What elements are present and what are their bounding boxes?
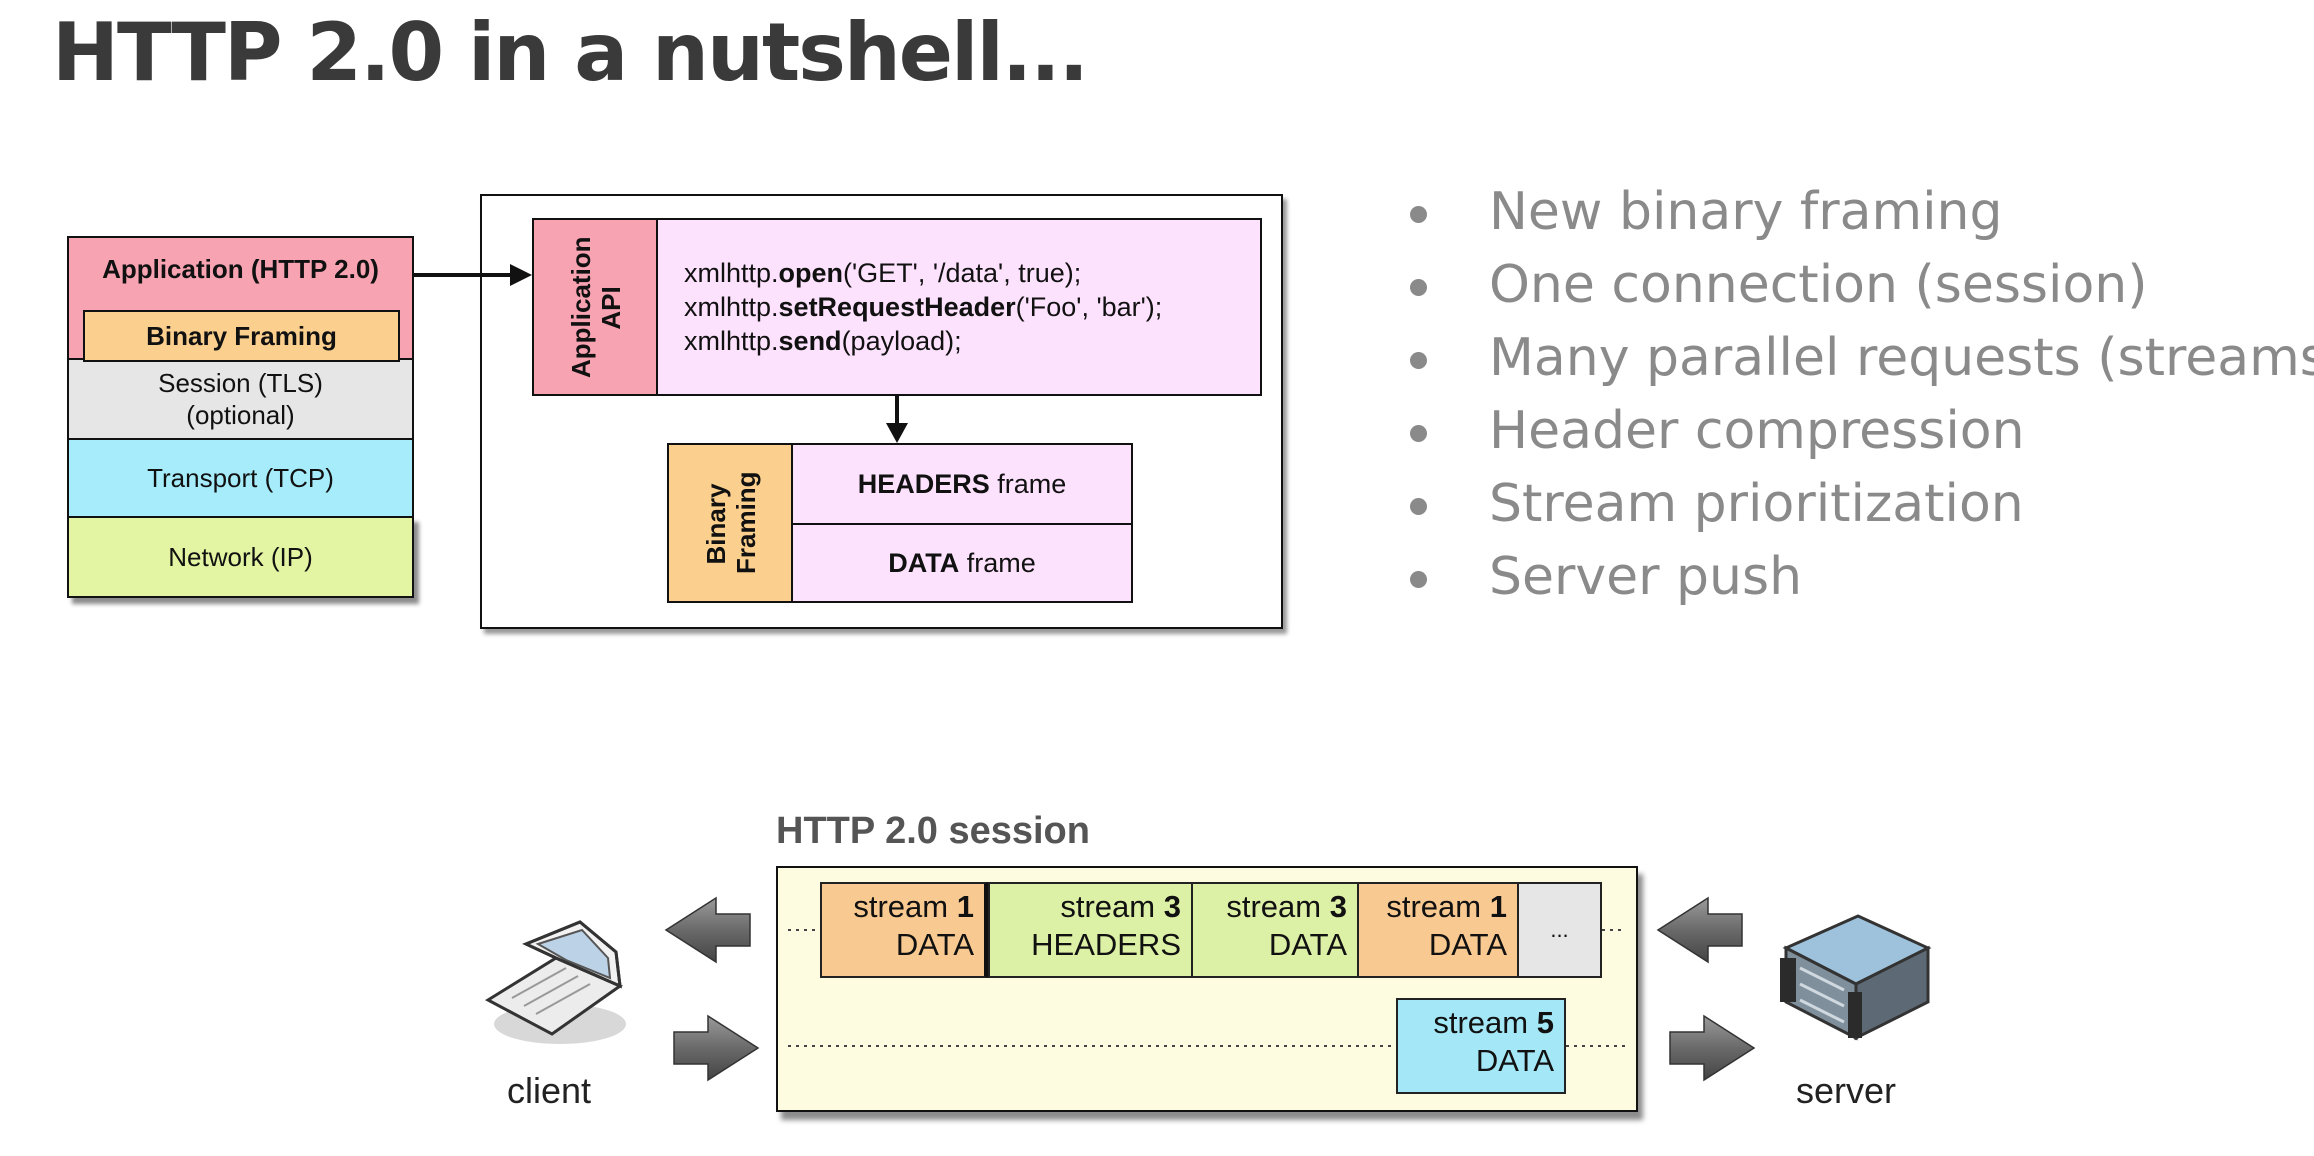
stack-binary-framing-label: Binary Framing (146, 320, 337, 351)
data-frame-label: DATA frame (888, 547, 1036, 578)
list-item: Server push (1405, 541, 2314, 614)
bullet-icon (1410, 352, 1427, 369)
data-frame-box: DATA frame (791, 523, 1133, 603)
list-item: Header compression (1405, 395, 2314, 468)
bullet-icon (1410, 571, 1427, 588)
list-item: Many parallel requests (streams) (1405, 322, 2314, 395)
session-diagram-title: HTTP 2.0 session (776, 810, 1090, 852)
stream-frame-ellipsis: ... (1517, 882, 1602, 978)
client-incoming-arrow-icon (664, 896, 751, 964)
server-outgoing-arrow-icon (1656, 896, 1743, 964)
headers-frame-label: HEADERS frame (857, 468, 1067, 499)
client-label: client (507, 1070, 592, 1111)
server-label: server (1796, 1070, 1897, 1111)
server-incoming-arrow-icon (1669, 1014, 1756, 1082)
list-item: New binary framing (1405, 176, 2314, 249)
stack-network: Network (IP) (67, 516, 414, 598)
stack-binary-framing: Binary Framing (83, 310, 400, 362)
stack-session-note: (optional) (186, 400, 295, 430)
page-title: HTTP 2.0 in a nutshell... (52, 6, 1089, 99)
stack-application: Application (HTTP 2.0) Binary Framing (67, 236, 414, 362)
bullet-icon (1410, 498, 1427, 515)
bullet-icon (1410, 279, 1427, 296)
binary-framing-label-box: Binary Framing (667, 443, 793, 603)
api-code-line-1: xmlhttp.open('GET', '/data', true); (684, 258, 1082, 288)
client-outgoing-arrow-icon (673, 1014, 760, 1082)
laptop-icon (484, 920, 626, 1044)
application-api-code-box: xmlhttp.open('GET', '/data', true); xmlh… (656, 218, 1262, 396)
stack-transport-label: Transport (TCP) (147, 463, 334, 493)
stack-session: Session (TLS) (optional) (67, 358, 414, 440)
headers-frame-box: HEADERS frame (791, 443, 1133, 525)
stack-application-label: Application (HTTP 2.0) (102, 254, 379, 284)
list-item: One connection (session) (1405, 249, 2314, 322)
stack-network-label: Network (IP) (168, 542, 313, 572)
bullet-icon (1410, 206, 1427, 223)
api-code-line-3: xmlhttp.send(payload); (684, 326, 962, 356)
api-code-line-2: xmlhttp.setRequestHeader('Foo', 'bar'); (684, 292, 1163, 322)
server-icon (1780, 914, 1932, 1041)
bullet-icon (1410, 425, 1427, 442)
stack-to-api-arrowhead (510, 264, 532, 286)
stack-session-label: Session (TLS) (158, 368, 323, 398)
feature-list: New binary framing One connection (sessi… (1405, 176, 2314, 614)
api-to-framing-arrowhead (886, 423, 908, 443)
list-item: Stream prioritization (1405, 468, 2314, 541)
